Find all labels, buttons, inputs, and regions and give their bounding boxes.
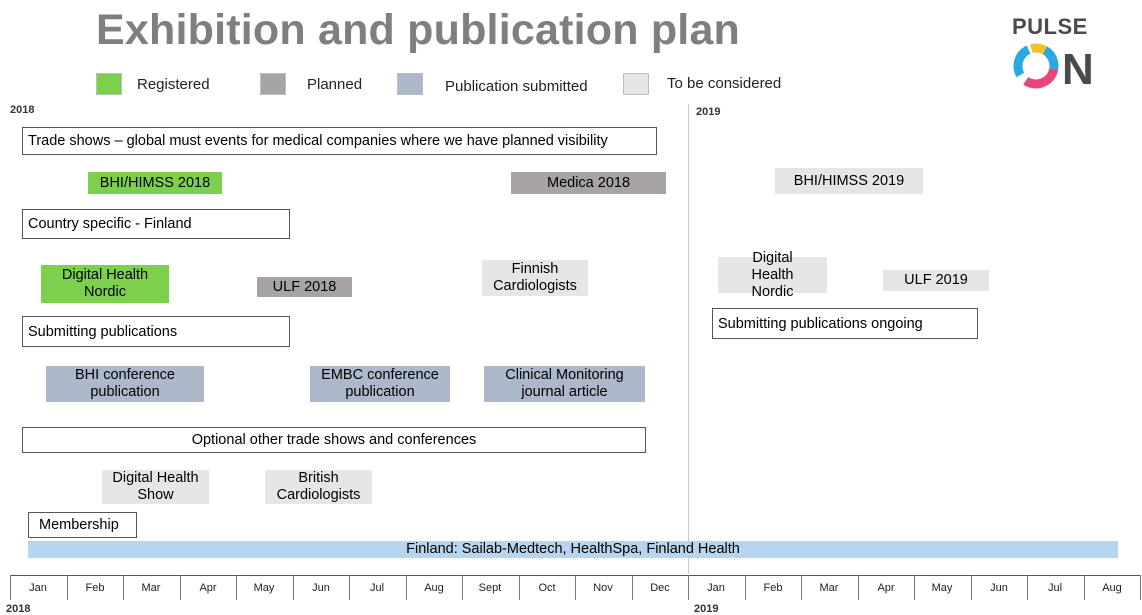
page-title: Exhibition and publication plan xyxy=(96,6,741,54)
year-label-2019-top: 2019 xyxy=(696,106,721,118)
year-label-2018-bottom: 2018 xyxy=(6,603,31,615)
axis-tick xyxy=(745,575,746,600)
year-divider xyxy=(688,104,689,574)
event-digital-health-nordic-2018: Digital Health Nordic xyxy=(41,265,169,303)
axis-tick xyxy=(406,575,407,600)
event-bhi-conference-publication: BHI conference publication xyxy=(46,366,204,402)
month-label: Jun xyxy=(312,582,330,594)
event-finnish-cardiologists: Finnish Cardiologists xyxy=(482,260,588,296)
month-label: Jul xyxy=(369,582,385,594)
event-bhi-himss-2018: BHI/HIMSS 2018 xyxy=(88,172,222,194)
axis-tick xyxy=(688,575,689,600)
month-label: Jan xyxy=(707,582,725,594)
logo-letter: N xyxy=(1062,45,1094,92)
finland-membership-bar: Finland: Sailab-Medtech, HealthSpa, Finl… xyxy=(28,541,1118,558)
axis-tick xyxy=(1084,575,1085,600)
month-label: May xyxy=(253,582,275,594)
event-clinical-monitoring: Clinical Monitoring journal article xyxy=(484,366,645,402)
axis-tick xyxy=(858,575,859,600)
month-label: Mar xyxy=(141,582,161,594)
logo-text: PULSE xyxy=(1012,14,1088,39)
event-british-cardiologists: British Cardiologists xyxy=(265,470,372,504)
axis-tick xyxy=(349,575,350,600)
axis-tick xyxy=(10,575,11,600)
month-label: Dec xyxy=(650,582,670,594)
axis-tick xyxy=(519,575,520,600)
legend-swatch-submitted xyxy=(397,73,423,95)
event-ulf-2019: ULF 2019 xyxy=(883,270,989,291)
axis-tick xyxy=(1140,575,1141,600)
month-label: Jul xyxy=(1047,582,1063,594)
month-label: Aug xyxy=(1102,582,1122,594)
event-medica-2018: Medica 2018 xyxy=(511,172,666,194)
axis-tick xyxy=(632,575,633,600)
month-label: Oct xyxy=(538,582,556,594)
month-label: Jan xyxy=(29,582,47,594)
section-submitting-publications: Submitting publications xyxy=(22,316,290,347)
axis-tick xyxy=(971,575,972,600)
month-label: Mar xyxy=(819,582,839,594)
axis-tick xyxy=(67,575,68,600)
month-label: Apr xyxy=(877,582,895,594)
axis-tick xyxy=(180,575,181,600)
legend-swatch-registered xyxy=(96,73,122,95)
section-optional: Optional other trade shows and conferenc… xyxy=(22,427,646,453)
axis-tick xyxy=(123,575,124,600)
axis-tick xyxy=(575,575,576,600)
section-country-specific: Country specific - Finland xyxy=(22,209,290,239)
event-embc-conference-publication: EMBC conference publication xyxy=(310,366,450,402)
axis-tick xyxy=(293,575,294,600)
section-membership: Membership xyxy=(28,512,137,538)
month-label: Nov xyxy=(593,582,613,594)
event-bhi-himss-2019: BHI/HIMSS 2019 xyxy=(775,168,923,194)
legend-label-registered: Registered xyxy=(137,76,210,93)
event-ulf-2018: ULF 2018 xyxy=(257,277,352,297)
section-submitting-ongoing: Submitting publications ongoing xyxy=(712,308,978,339)
month-label: Apr xyxy=(199,582,217,594)
legend-swatch-consider xyxy=(623,73,649,95)
legend-label-consider: To be considered xyxy=(667,75,782,92)
section-trade-shows: Trade shows – global must events for med… xyxy=(22,127,657,155)
legend-label-submitted: Publication submitted xyxy=(445,78,588,95)
axis-tick xyxy=(462,575,463,600)
month-label: Jun xyxy=(990,582,1008,594)
legend-label-planned: Planned xyxy=(307,76,363,93)
event-digital-health-nordic-2019: Digital Health Nordic xyxy=(718,250,827,300)
month-label: May xyxy=(931,582,953,594)
month-label: Sept xyxy=(478,582,502,594)
legend-swatch-planned xyxy=(260,73,286,95)
year-label-2019-bottom: 2019 xyxy=(694,603,719,615)
axis-tick xyxy=(914,575,915,600)
axis-tick xyxy=(1027,575,1028,600)
month-label: Aug xyxy=(424,582,444,594)
axis-tick xyxy=(801,575,802,600)
axis-tick xyxy=(236,575,237,600)
month-label: Feb xyxy=(763,582,783,594)
event-digital-health-show: Digital Health Show xyxy=(102,470,209,504)
month-label: Feb xyxy=(85,582,105,594)
year-label-2018-top: 2018 xyxy=(10,104,35,116)
pulseon-logo: N xyxy=(1013,43,1094,92)
